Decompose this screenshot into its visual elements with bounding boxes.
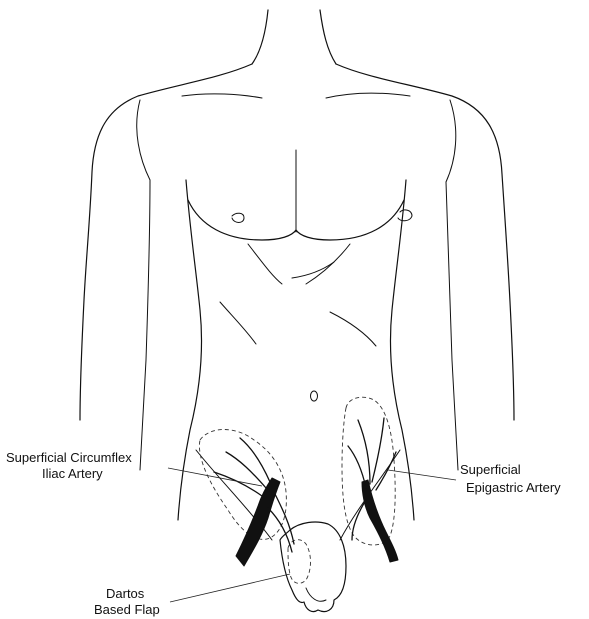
scia-label-line1: Superficial Circumflex (6, 450, 132, 465)
shoulder-left (80, 64, 252, 420)
navel (311, 391, 318, 401)
pectoral-left (188, 200, 296, 240)
scia-vessel-trunk (236, 478, 280, 566)
oblique-right (330, 312, 376, 346)
sea-branch-5 (352, 500, 366, 540)
genital-inner (306, 588, 326, 601)
torso-left-side (178, 180, 202, 520)
nipple-left (232, 213, 244, 222)
nipple-right (398, 210, 412, 221)
deltoid-right (446, 100, 456, 182)
dartos-label-line2: Based Flap (94, 602, 160, 617)
oblique-left (220, 302, 256, 344)
sea-vessel-trunk (362, 480, 398, 562)
pectoral-right (296, 200, 404, 240)
deltoid-left (137, 100, 150, 180)
torso-right-side (390, 180, 414, 520)
dartos-label-line1: Dartos (106, 586, 145, 601)
shoulder-right (336, 64, 514, 420)
sea-branch-2 (372, 418, 384, 482)
clavicle-left (182, 94, 262, 98)
sea-leader (388, 470, 456, 480)
scia-label-line2: Iliac Artery (42, 466, 103, 481)
clavicle-right (326, 93, 410, 98)
neck-left (252, 10, 268, 64)
rib-right-lower (292, 262, 334, 278)
sea-branch-1 (358, 420, 370, 484)
inner-arm-left (140, 180, 150, 470)
sea-label-line1: Superficial (460, 462, 521, 477)
dartos-leader (170, 574, 290, 602)
neck-right (320, 10, 336, 64)
rib-left (248, 244, 282, 284)
inner-arm-right (446, 182, 458, 470)
rib-right (306, 244, 350, 284)
sea-label-line2: Epigastric Artery (466, 480, 561, 495)
dartos-flap-outline (288, 540, 311, 584)
